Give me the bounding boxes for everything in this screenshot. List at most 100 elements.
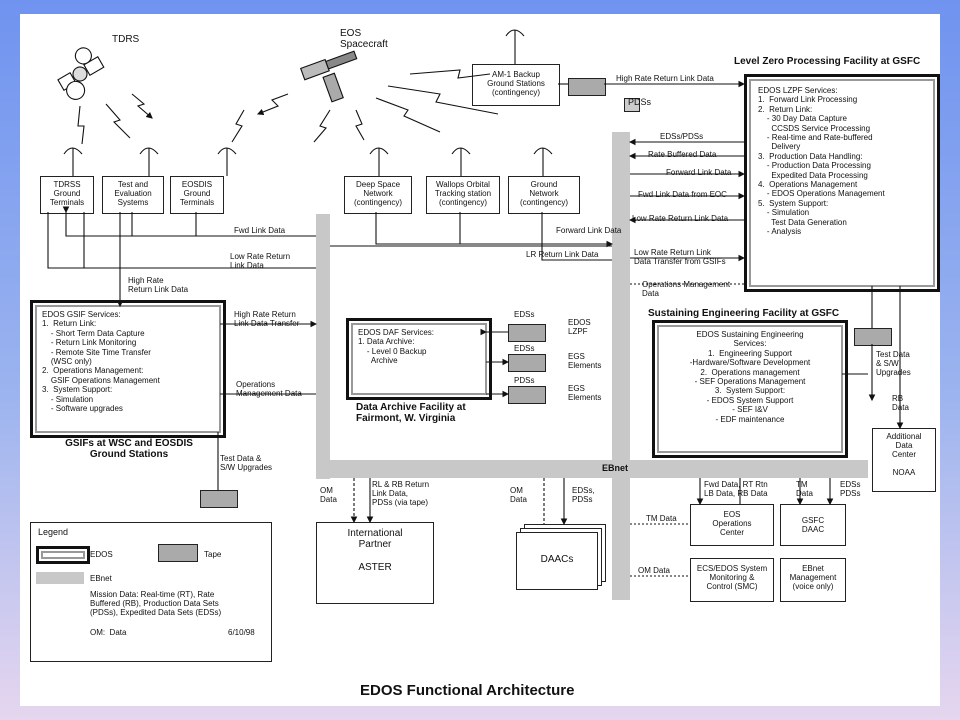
antenna-icon (217, 147, 237, 176)
legend-tape-label: Tape (204, 550, 222, 559)
antenna-icon (505, 29, 525, 64)
flow-label: High Rate Return Link Data (616, 74, 714, 83)
sef-box (652, 320, 848, 458)
eosdis-ground-terminals-box (170, 176, 224, 214)
flow-label: High Rate Return Link Data (128, 276, 189, 294)
lightning-link (313, 109, 331, 143)
daacs-box (516, 532, 598, 590)
connector-lines (47, 29, 904, 577)
daacs-label: DAACs (540, 554, 574, 565)
gsfc-daac-label: GSFC DAAC (801, 516, 825, 534)
sef-title: Sustaining Engineering Facility at GSFC (648, 308, 840, 319)
pds-label: PDSs (514, 376, 535, 385)
legend-note: Mission Data: Real-time (RT), Rate Buffe… (90, 590, 222, 617)
flow-label: Low Rate Return Link Data (632, 214, 729, 223)
tape-icon (624, 98, 640, 112)
antenna-icon (451, 147, 471, 176)
dsn-box (344, 176, 412, 214)
flow-label: TM Data (646, 514, 677, 523)
ebnet-management-label: EBnet Management (voice only) (789, 564, 837, 591)
flow-label: Rate Buffered Data (648, 150, 717, 159)
legend-title: Legend (38, 527, 69, 537)
flow-label: OM Data (638, 566, 671, 575)
am1-backup-label: AM-1 Backup Ground Stations (contingency… (487, 70, 545, 97)
eos-spacecraft-icon (299, 50, 358, 103)
antenna-icon (533, 147, 553, 176)
ebnet-horizontal-bar (316, 460, 868, 478)
tdrss-ground-terminals-label: TDRSS Ground Terminals (49, 180, 85, 207)
am1-backup-box (472, 64, 560, 106)
ground-network-label: Ground Network (contingency) (519, 180, 569, 207)
eosdis-ground-terminals-label: EOSDIS Ground Terminals (179, 180, 215, 207)
flow-label: OM Data (510, 486, 527, 504)
flow-label: EDSs/PDSs (660, 132, 704, 141)
legend-date: 6/10/98 (228, 628, 255, 637)
daf-title: Data Archive Facility at Fairmont, W. Vi… (356, 402, 466, 424)
ground-network-box (508, 176, 580, 214)
flow-label: Fwd Link Data (234, 226, 286, 235)
international-partner-box (316, 522, 434, 604)
eoc-box (690, 504, 774, 546)
tape-icon (158, 544, 198, 562)
legend-om: OM: Data (90, 628, 127, 637)
lzpf-services-list: EDOS LZPF Services: 1. Forward Link Proc… (758, 86, 885, 237)
antenna-icon (369, 147, 389, 176)
lightning-link (256, 93, 289, 116)
flow-label: Forward Link Data (666, 168, 732, 177)
eos-spacecraft-label: EOS Spacecraft (340, 28, 388, 50)
antenna-icon (139, 147, 159, 176)
legend-ebnet-label: EBnet (90, 574, 112, 583)
lightning-link (231, 109, 245, 143)
tape-icon (508, 324, 546, 342)
tdrs-label: TDRS (112, 34, 140, 45)
lzpf-box (744, 74, 940, 292)
wallops-label: Wallops Orbital Tracking station (contin… (434, 180, 492, 207)
aster-label: ASTER (358, 562, 392, 573)
ebnet-label: EBnet (602, 463, 629, 473)
flow-label: EDSs PDSs (840, 480, 861, 498)
gsif-title: GSIFs at WSC and EOSDIS Ground Stations (65, 438, 193, 460)
wallops-box (426, 176, 500, 214)
diagram-sheet: EBnet EDOS LZPF Services: 1. Forward Lin… (20, 14, 940, 706)
noaa-label: Additional Data Center NOAA (886, 432, 922, 477)
legend-edos-label: EDOS (90, 550, 113, 559)
antenna-icon (63, 147, 83, 176)
flow-label: RL & RB Return Link Data, PDSs (via tape… (372, 480, 430, 507)
gsfc-daac-box (780, 504, 846, 546)
noaa-box (872, 428, 936, 492)
lightning-link (355, 109, 365, 141)
lightning-link (105, 103, 131, 139)
eoc-label: EOS Operations Center (712, 510, 752, 537)
egs-elements-label: EGS Elements (568, 352, 602, 370)
legend-edos-swatch (36, 546, 90, 564)
test-evaluation-box (102, 176, 164, 214)
gsif-services-list: EDOS GSIF Services: 1. Return Link: - Sh… (42, 310, 160, 414)
flow-label: EDSs, PDSs (572, 486, 595, 504)
smc-box (690, 558, 774, 602)
tdrs-satellite-icon (57, 47, 105, 100)
legend-ebnet-swatch (36, 572, 84, 584)
lightning-link (131, 93, 153, 119)
eds-label: EDSs (514, 344, 535, 353)
flow-label: TM Data (796, 480, 813, 498)
ebnet-management-box (780, 558, 846, 602)
tape-icon (200, 490, 238, 508)
lightning-link (409, 69, 491, 79)
ebnet-vertical-bar-right (612, 132, 630, 600)
gsif-box (30, 300, 226, 438)
pds-label: PDSs (628, 97, 652, 107)
flow-label: Low Rate Return Link Data (230, 252, 291, 270)
diagram-title: EDOS Functional Architecture (360, 682, 575, 699)
flow-label: Test Data & S/W Upgrades (876, 350, 911, 377)
tape-icon (854, 328, 892, 346)
dsn-label: Deep Space Network (contingency) (353, 180, 403, 207)
flow-label: Low Rate Return Link Data Transfer from … (634, 248, 726, 266)
flow-label: Fwd Data, RT Rtn LB Data, RB Data (704, 480, 768, 498)
lzpf-title: Level Zero Processing Facility at GSFC (734, 56, 921, 67)
international-partner-label: International Partner (347, 528, 403, 550)
sef-services-list: EDOS Sustaining Engineering Services: 1.… (689, 330, 811, 424)
ebnet-vertical-bar-left (316, 214, 330, 479)
egs-elements-label: EGS Elements (568, 384, 602, 402)
test-evaluation-label: Test and Evaluation Systems (114, 180, 152, 207)
flow-label: Fwd Link Data from EOC (638, 190, 727, 199)
